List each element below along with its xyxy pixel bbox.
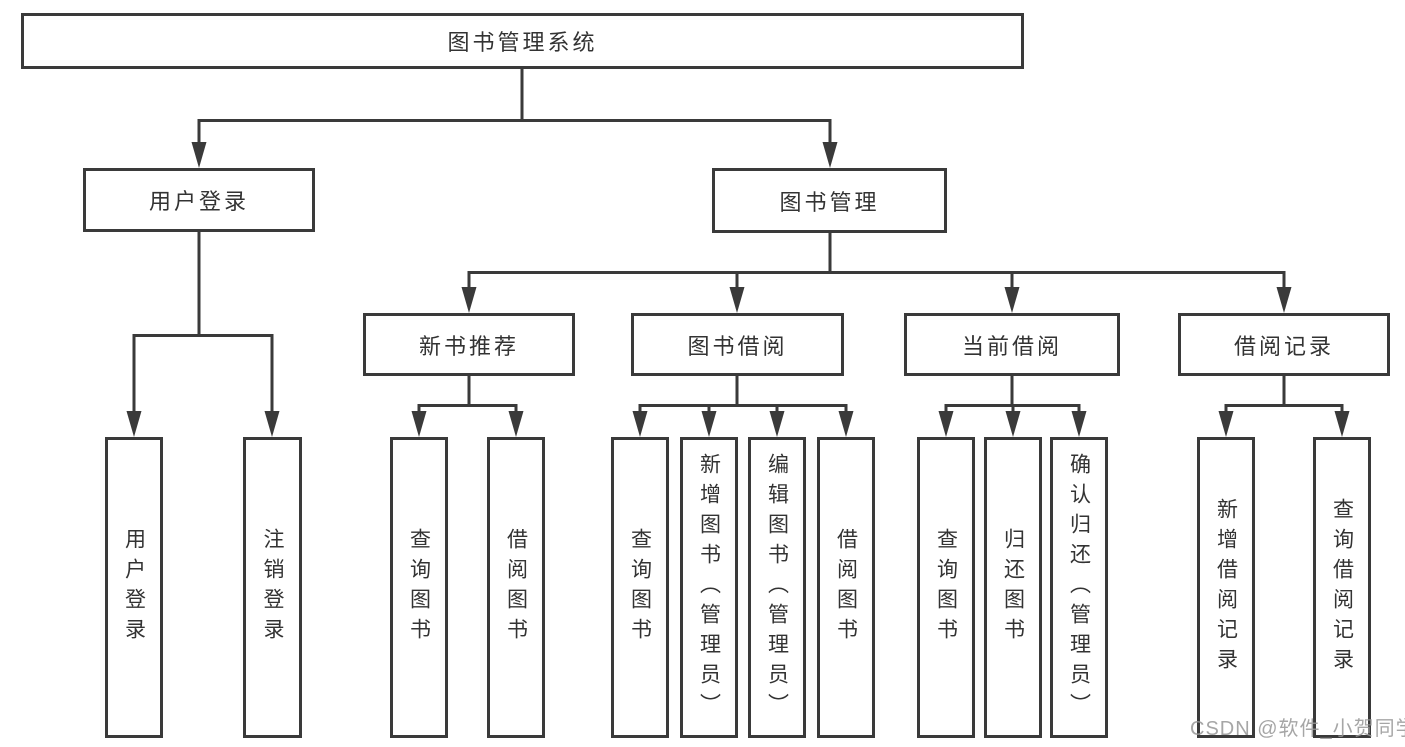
node-book-management: 图书管理 — [712, 168, 947, 233]
leaf-query-books-3-label: 查询图书 — [934, 527, 958, 648]
connector-book-management-branch — [467, 233, 1286, 292]
node-root: 图书管理系统 — [21, 13, 1024, 69]
leaf-add-borrow-record-label: 新增借阅记录 — [1214, 497, 1238, 678]
arrow-to-query-books-2 — [632, 411, 648, 437]
leaf-logout: 注销登录 — [243, 437, 302, 738]
arrow-to-add-borrow-record — [1218, 411, 1234, 437]
node-borrowing-records-label: 借阅记录 — [1233, 333, 1334, 359]
leaf-user-login: 用户登录 — [105, 437, 163, 738]
connector-new-book-recommend-branch — [417, 376, 518, 416]
connector-current-borrowing-branch — [944, 376, 1081, 416]
leaf-borrow-books-2-label: 借阅图书 — [834, 527, 858, 648]
leaf-return-books-label: 归还图书 — [1001, 527, 1025, 648]
arrowheads — [126, 142, 1350, 437]
node-current-borrowing-label: 当前借阅 — [961, 333, 1062, 359]
node-user-login-label: 用户登录 — [148, 189, 249, 214]
leaf-borrow-books-1-label: 借阅图书 — [504, 527, 528, 648]
node-current-borrowing: 当前借阅 — [904, 313, 1120, 376]
arrow-to-query-books-3 — [938, 411, 954, 437]
leaf-query-books-2-label: 查询图书 — [628, 527, 652, 648]
leaf-borrow-books-2: 借阅图书 — [817, 437, 875, 738]
leaf-query-books-1: 查询图书 — [390, 437, 448, 738]
leaf-confirm-return-admin: 确认归还（管理员） — [1050, 437, 1108, 738]
node-new-book-recommend: 新书推荐 — [363, 313, 575, 376]
node-book-borrowing-label: 图书借阅 — [687, 333, 788, 359]
watermark: CSDN @软件_小贺同学 — [1190, 718, 1405, 740]
node-book-management-label: 图书管理 — [779, 189, 880, 215]
leaf-logout-label: 注销登录 — [261, 527, 285, 648]
leaf-confirm-return-admin-label: 确认归还（管理员） — [1067, 452, 1091, 723]
leaf-edit-books-admin: 编辑图书（管理员） — [748, 437, 806, 738]
arrow-to-book-borrowing — [729, 287, 745, 313]
arrow-to-return-books — [1005, 411, 1021, 437]
leaf-add-books-admin-label: 新增图书（管理员） — [697, 452, 721, 723]
arrow-to-user-login — [191, 142, 207, 168]
connector-borrowing-records-branch — [1224, 376, 1344, 416]
node-user-login: 用户登录 — [83, 168, 315, 232]
node-book-borrowing: 图书借阅 — [631, 313, 844, 376]
arrow-to-leaf-logout — [264, 411, 280, 437]
leaf-query-books-1-label: 查询图书 — [407, 527, 431, 648]
arrow-to-borrowing-records — [1276, 287, 1292, 313]
arrow-to-borrow-books-1 — [508, 411, 524, 437]
connector-user-login-branch — [132, 232, 274, 416]
connector-root-to-level2 — [197, 69, 832, 147]
leaf-add-books-admin: 新增图书（管理员） — [680, 437, 738, 738]
arrow-to-edit-books — [769, 411, 785, 437]
leaf-query-books-3: 查询图书 — [917, 437, 975, 738]
arrow-to-confirm-return — [1071, 411, 1087, 437]
arrow-to-current-borrowing — [1004, 287, 1020, 313]
arrow-to-query-borrow-record — [1334, 411, 1350, 437]
leaf-query-books-2: 查询图书 — [611, 437, 669, 738]
arrow-to-leaf-user-login — [126, 411, 142, 437]
arrow-to-borrow-books-2 — [838, 411, 854, 437]
arrow-to-new-book-recommend — [461, 287, 477, 313]
node-root-label: 图书管理系统 — [447, 30, 598, 55]
leaf-edit-books-admin-label: 编辑图书（管理员） — [765, 452, 789, 723]
leaf-query-borrow-record: 查询借阅记录 — [1313, 437, 1371, 738]
leaf-user-login-label: 用户登录 — [122, 527, 146, 648]
node-borrowing-records: 借阅记录 — [1178, 313, 1390, 376]
node-new-book-recommend-label: 新书推荐 — [418, 333, 519, 359]
leaf-borrow-books-1: 借阅图书 — [487, 437, 545, 738]
leaf-return-books: 归还图书 — [984, 437, 1042, 738]
arrow-to-book-management — [822, 142, 838, 168]
arrow-to-query-books-1 — [411, 411, 427, 437]
arrow-to-add-books — [701, 411, 717, 437]
leaf-add-borrow-record: 新增借阅记录 — [1197, 437, 1255, 738]
leaf-query-borrow-record-label: 查询借阅记录 — [1330, 497, 1354, 678]
connector-book-borrowing-branch — [638, 376, 848, 416]
